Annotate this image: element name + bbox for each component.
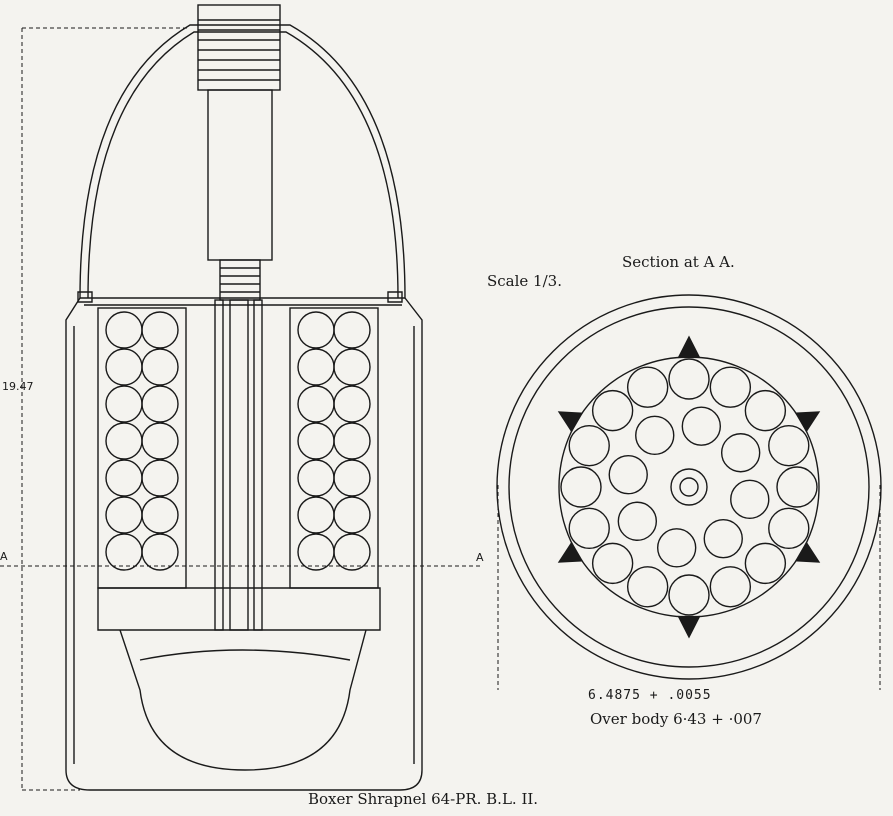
shrapnel-ball <box>105 385 143 423</box>
shrapnel-ball <box>744 389 787 432</box>
shrapnel-ball <box>703 518 743 559</box>
shell-head <box>79 4 406 301</box>
scale-label: Scale 1/3. <box>487 272 562 290</box>
shrapnel-ball <box>626 366 669 408</box>
shrapnel-ball <box>730 479 770 520</box>
shrapnel-ball <box>297 459 335 497</box>
shrapnel-ball <box>668 574 710 616</box>
rib-spike <box>794 411 821 433</box>
section-ribs <box>557 335 821 639</box>
shrapnel-ball <box>709 566 752 608</box>
shrapnel-ball <box>297 385 335 423</box>
shrapnel-ball <box>709 366 752 408</box>
shrapnel-ball <box>568 507 610 550</box>
shrapnel-ball <box>141 459 179 497</box>
diameter-dimension: 6.4875 + .0055 <box>588 688 712 703</box>
shrapnel-ball <box>297 496 335 534</box>
rib-spike <box>677 615 701 639</box>
shrapnel-ball <box>568 424 610 467</box>
shrapnel-ball <box>333 459 371 497</box>
shrapnel-ball <box>105 311 143 349</box>
shrapnel-balls-section <box>560 358 818 616</box>
shrapnel-ball <box>105 459 143 497</box>
shrapnel-ball <box>608 454 648 495</box>
shrapnel-ball <box>297 422 335 460</box>
shrapnel-ball <box>617 501 658 541</box>
shrapnel-ball <box>333 422 371 460</box>
shrapnel-ball <box>768 424 810 467</box>
shrapnel-ball <box>297 311 335 349</box>
section-title: Section at A A. <box>622 253 735 271</box>
shrapnel-ball <box>297 348 335 386</box>
shrapnel-ball <box>141 422 179 460</box>
rib-spike <box>677 335 701 359</box>
shrapnel-ball <box>333 533 371 571</box>
shrapnel-ball <box>720 433 761 473</box>
shrapnel-ball <box>141 496 179 534</box>
shrapnel-ball <box>333 496 371 534</box>
shrapnel-ball <box>560 466 602 508</box>
shrapnel-ball <box>656 528 697 568</box>
shrapnel-balls-side <box>105 311 371 571</box>
shrapnel-ball <box>668 358 710 400</box>
shrapnel-ball <box>681 406 722 446</box>
length-dimension-line <box>0 27 881 791</box>
figure-caption: Boxer Shrapnel 64-PR. B.L. II. <box>308 790 539 808</box>
shrapnel-ball <box>333 311 371 349</box>
shrapnel-ball <box>141 385 179 423</box>
shrapnel-ball <box>591 389 634 432</box>
shrapnel-ball <box>105 422 143 460</box>
length-dimension: 19.47 <box>2 380 34 393</box>
rib-spike <box>794 541 821 563</box>
shrapnel-ball <box>105 348 143 386</box>
shrapnel-ball <box>333 385 371 423</box>
shrapnel-ball <box>776 466 818 508</box>
shell-body <box>65 291 423 791</box>
shrapnel-ball <box>768 507 810 550</box>
shrapnel-ball <box>297 533 335 571</box>
shrapnel-ball <box>105 496 143 534</box>
section-view <box>496 294 882 680</box>
section-marker-left: A <box>0 550 8 563</box>
rib-spike <box>557 411 584 433</box>
shrapnel-ball <box>333 348 371 386</box>
section-marker-right: A <box>476 551 484 564</box>
over-body-dimension: Over body 6·43 + ·007 <box>590 710 762 728</box>
shrapnel-ball <box>141 348 179 386</box>
shrapnel-ball <box>744 542 787 585</box>
shrapnel-ball <box>635 415 675 456</box>
shrapnel-ball <box>626 566 669 608</box>
shrapnel-ball <box>591 542 634 585</box>
shrapnel-ball <box>141 533 179 571</box>
shrapnel-ball <box>141 311 179 349</box>
rib-spike <box>557 541 584 563</box>
shrapnel-ball <box>105 533 143 571</box>
